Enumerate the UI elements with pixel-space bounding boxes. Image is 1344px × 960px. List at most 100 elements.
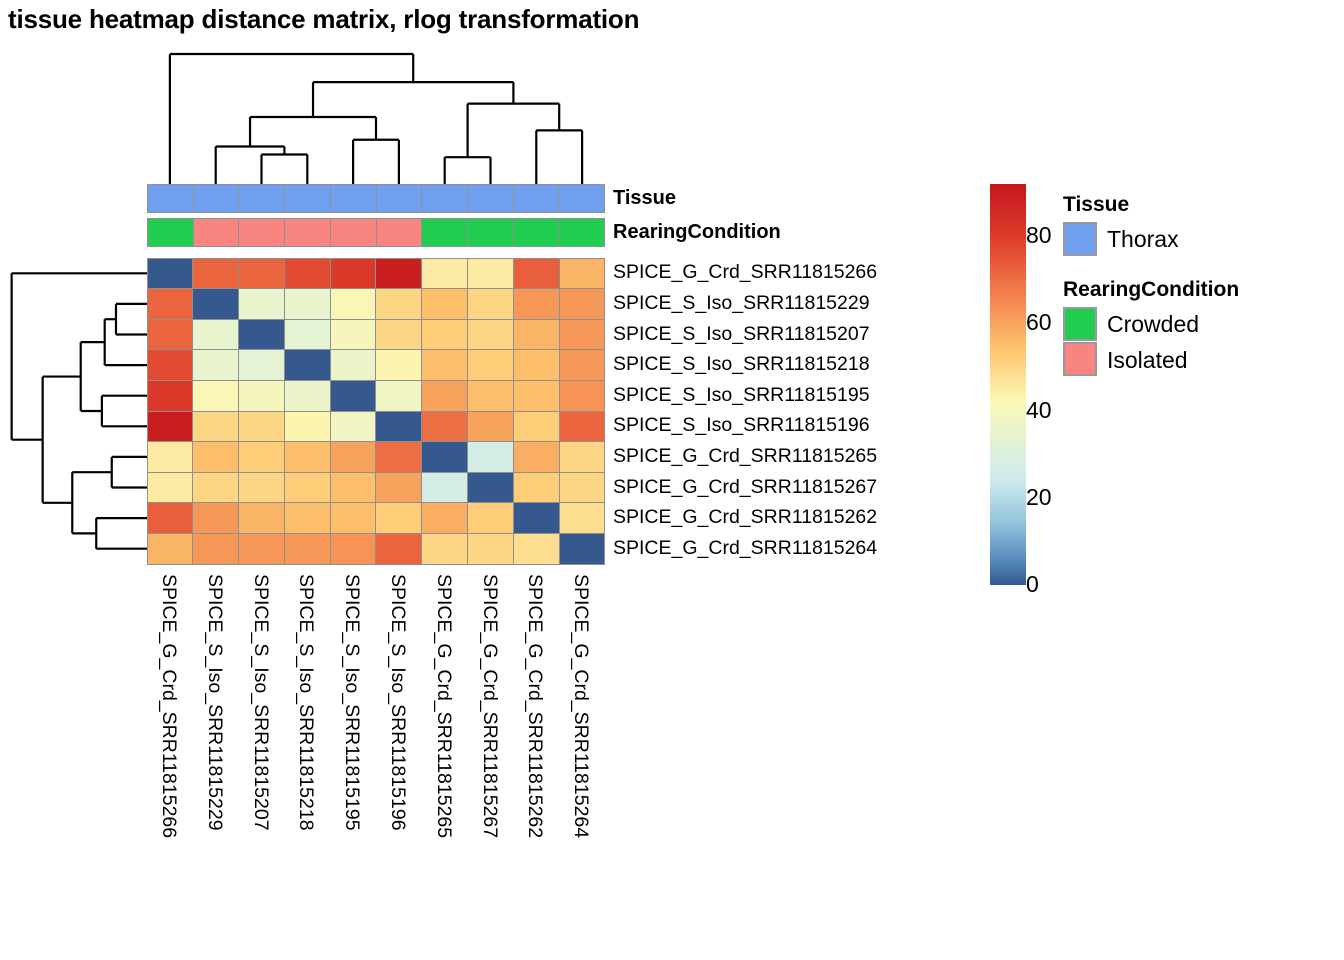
annotation-cell-rearing-condition [329,218,377,247]
heatmap-cell [421,288,469,320]
heatmap-cell [146,257,194,290]
heatmap-cell [421,471,469,504]
heatmap-row-label: SPICE_S_Iso_SRR11815207 [613,322,870,345]
heatmap-matrix [146,257,606,565]
heatmap-cell [467,349,514,381]
heatmap-cell [375,288,423,320]
annotation-cell-tissue [421,184,468,213]
heatmap-cell [512,410,560,443]
heatmap-cell [512,441,560,473]
legend-item[interactable]: Crowded [1063,306,1239,342]
heatmap-column-label: SPICE_G_Crd_SRR11815266 [157,574,180,839]
heatmap-cell [192,288,240,320]
heatmap-row-label: SPICE_S_Iso_SRR11815196 [613,414,870,437]
annotation-cell-rearing-condition [284,218,331,247]
heatmap-row-label: SPICE_G_Crd_SRR11815264 [613,536,878,559]
heatmap-cell [146,532,194,565]
annotation-cell-tissue [147,184,194,213]
heatmap-row-label: SPICE_G_Crd_SRR11815265 [613,444,878,467]
annotation-label-tissue: Tissue [613,187,676,209]
annotation-row-tissue [147,184,606,213]
heatmap-cell [512,349,560,381]
heatmap-cell [421,502,469,534]
heatmap-cell [192,349,240,381]
row-dendrogram [6,258,147,564]
heatmap-cell [192,532,240,565]
annotation-cell-rearing-condition [558,218,606,247]
legend-item[interactable]: Isolated [1063,342,1239,378]
heatmap-column-label: SPICE_G_Crd_SRR11815265 [432,574,455,839]
heatmap-cell [283,471,331,504]
heatmap-cell [283,288,331,320]
heatmap-cell [146,379,194,412]
annotation-cell-rearing-condition [512,218,560,247]
colorbar-gradient [990,184,1026,585]
heatmap-cell [375,441,423,473]
heatmap-cell [375,318,423,351]
annotation-cell-tissue [238,184,286,213]
heatmap-cell [192,318,240,351]
heatmap-cell [238,471,285,504]
legend-swatch [1063,342,1097,376]
legend-swatch [1063,222,1097,256]
annotation-cell-tissue [192,184,240,213]
heatmap-cell [421,379,469,412]
legend-title-tissue: Tissue [1063,193,1130,216]
heatmap-column-label: SPICE_G_Crd_SRR11815264 [570,574,593,839]
heatmap-cell [421,257,469,290]
heatmap-cell [329,349,377,381]
heatmap-cell [558,502,606,534]
heatmap-cell [238,257,285,290]
heatmap-cell [238,288,285,320]
heatmap-column-label: SPICE_S_Iso_SRR11815218 [295,574,318,831]
heatmap-column-label: SPICE_G_Crd_SRR11815262 [524,574,547,839]
heatmap-cell [375,502,423,534]
heatmap-cell [375,349,423,381]
legend-item[interactable]: Thorax [1063,221,1179,257]
heatmap-cell [467,441,514,473]
colorbar-tick-label: 60 [1026,309,1052,336]
heatmap-cell [329,288,377,320]
heatmap-cell [467,318,514,351]
heatmap-column-label: SPICE_G_Crd_SRR11815267 [478,574,501,839]
heatmap-cell [512,318,560,351]
legend-label: Crowded [1107,310,1200,337]
heatmap-cell [421,410,469,443]
annotation-label-rearing-condition: RearingCondition [613,221,781,243]
heatmap-cell [283,532,331,565]
heatmap-cell [558,471,606,504]
heatmap-cell [375,471,423,504]
heatmap-cell [512,257,560,290]
heatmap-cell [192,410,240,443]
heatmap-cell [283,379,331,412]
legend-tissue: Tissue Thorax [1063,193,1179,257]
heatmap-cell [558,288,606,320]
legend-label: Isolated [1107,346,1188,373]
heatmap-cell [467,410,514,443]
heatmap-cell [421,349,469,381]
annotation-cell-rearing-condition [147,218,194,247]
heatmap-cell [192,502,240,534]
heatmap-cell [283,257,331,290]
heatmap-cell [238,318,285,351]
heatmap-cell [329,502,377,534]
heatmap-cell [467,471,514,504]
heatmap-column-label: SPICE_S_Iso_SRR11815207 [249,574,272,831]
heatmap-cell [512,379,560,412]
heatmap-cell [467,379,514,412]
heatmap-cell [283,502,331,534]
heatmap-cell [512,532,560,565]
heatmap-cell [558,379,606,412]
heatmap-cell [238,441,285,473]
heatmap-column-label: SPICE_S_Iso_SRR11815195 [341,574,364,831]
colorbar-tick-label: 20 [1026,483,1052,510]
heatmap-cell [192,257,240,290]
heatmap-cell [467,257,514,290]
heatmap-cell [146,288,194,320]
heatmap-cell [238,410,285,443]
heatmap-cell [146,471,194,504]
annotation-cell-tissue [375,184,423,213]
heatmap-cell [283,410,331,443]
